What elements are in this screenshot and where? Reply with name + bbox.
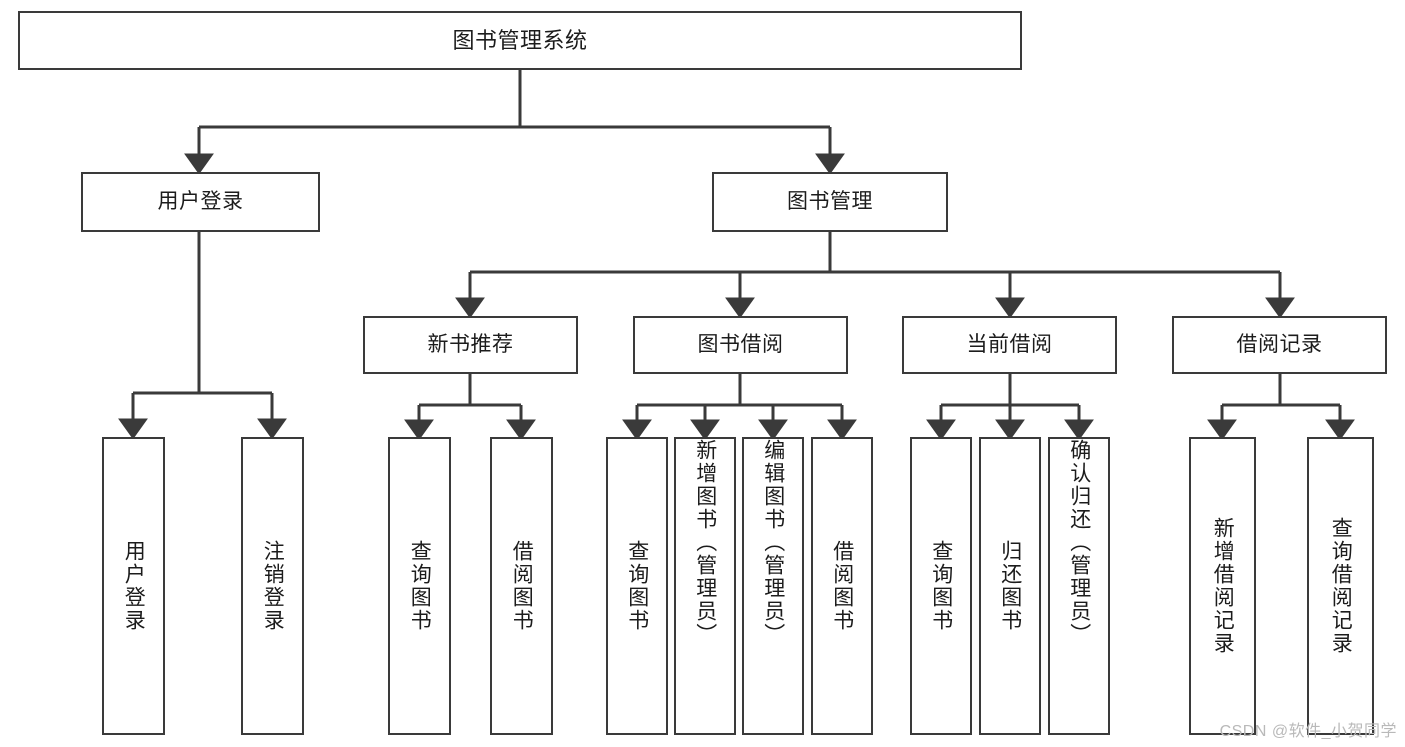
node-label: 归还图书	[998, 540, 1022, 632]
leaf-user-login-login[interactable]: 用户登录	[102, 437, 165, 735]
node-label: 借阅图书	[830, 540, 854, 632]
node-label: 用户登录	[157, 189, 244, 213]
node-label: 新增图书（管理员）	[693, 439, 717, 646]
node-label: 查询图书	[625, 540, 649, 632]
node-book-borrow[interactable]: 图书借阅	[633, 316, 848, 374]
node-borrow-record[interactable]: 借阅记录	[1172, 316, 1387, 374]
node-label: 查询借阅记录	[1329, 517, 1353, 655]
node-label: 借阅图书	[510, 540, 534, 632]
leaf-borrow-query-book[interactable]: 查询图书	[606, 437, 668, 735]
node-new-book-recommend[interactable]: 新书推荐	[363, 316, 578, 374]
node-current-borrow[interactable]: 当前借阅	[902, 316, 1117, 374]
node-label: 图书管理	[787, 189, 873, 213]
node-label: 用户登录	[122, 540, 146, 632]
leaf-borrow-add-book-admin[interactable]: 新增图书（管理员）	[674, 437, 736, 735]
leaf-current-confirm-return-admin[interactable]: 确认归还（管理员）	[1048, 437, 1110, 735]
node-user-login[interactable]: 用户登录	[81, 172, 320, 232]
leaf-borrow-edit-book-admin[interactable]: 编辑图书（管理员）	[742, 437, 804, 735]
node-label: 新增借阅记录	[1211, 517, 1235, 655]
leaf-current-query-book[interactable]: 查询图书	[910, 437, 972, 735]
leaf-record-query-borrow-record[interactable]: 查询借阅记录	[1307, 437, 1374, 735]
leaf-user-login-logout[interactable]: 注销登录	[241, 437, 304, 735]
node-label: 编辑图书（管理员）	[761, 439, 785, 646]
leaf-recommend-query-book[interactable]: 查询图书	[388, 437, 451, 735]
node-label: 图书借阅	[697, 332, 784, 356]
node-label: 借阅记录	[1236, 332, 1323, 356]
leaf-recommend-borrow-book[interactable]: 借阅图书	[490, 437, 553, 735]
node-label: 当前借阅	[966, 332, 1053, 356]
node-label: 确认归还（管理员）	[1067, 439, 1091, 646]
node-label: 图书管理系统	[452, 27, 588, 53]
node-root-system[interactable]: 图书管理系统	[18, 11, 1022, 70]
node-label: 注销登录	[261, 540, 285, 632]
node-book-management[interactable]: 图书管理	[712, 172, 948, 232]
leaf-borrow-borrow-book[interactable]: 借阅图书	[811, 437, 873, 735]
watermark-text: CSDN @软件_小贺同学	[1219, 723, 1397, 740]
leaf-record-add-borrow-record[interactable]: 新增借阅记录	[1189, 437, 1256, 735]
node-label: 查询图书	[408, 540, 432, 632]
node-label: 新书推荐	[427, 332, 514, 356]
leaf-current-return-book[interactable]: 归还图书	[979, 437, 1041, 735]
node-label: 查询图书	[929, 540, 953, 632]
